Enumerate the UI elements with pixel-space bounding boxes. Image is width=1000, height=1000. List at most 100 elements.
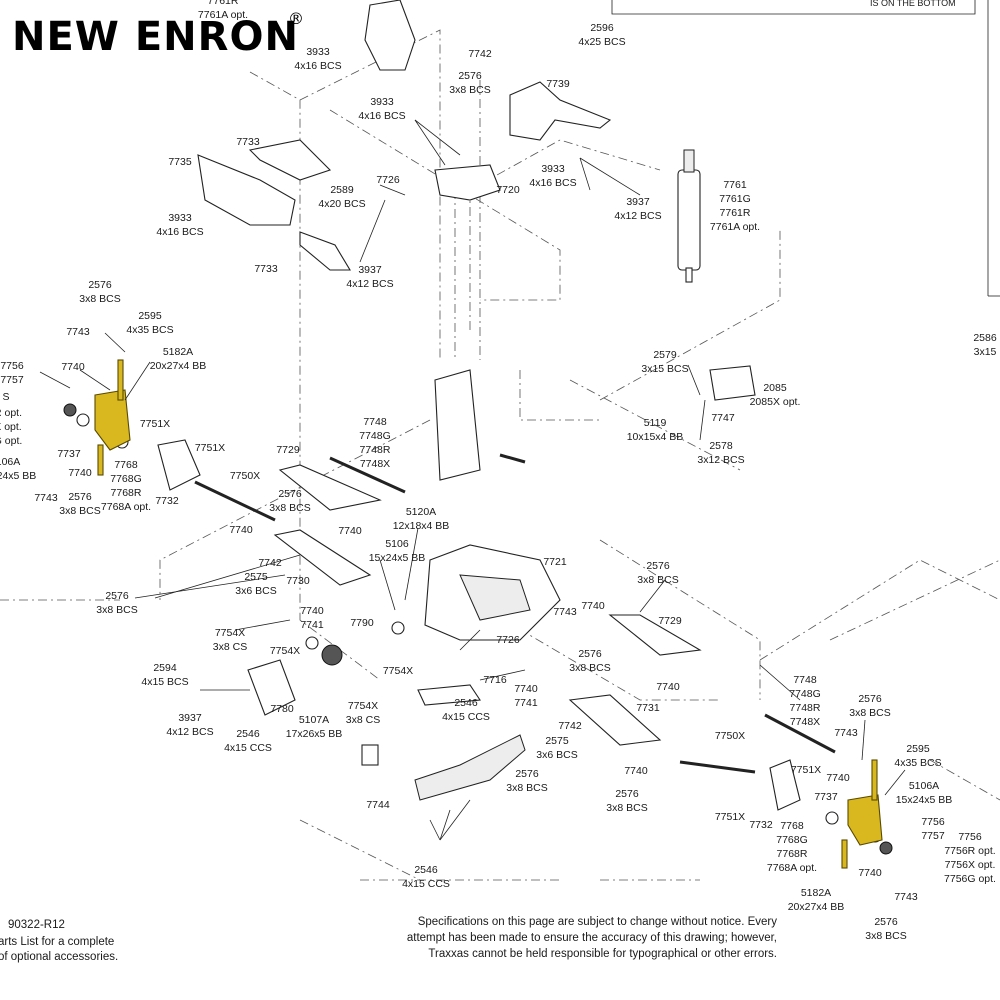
callout-c45: 7747 xyxy=(711,412,735,424)
callout-line: 2589 xyxy=(330,184,354,196)
callout-c24: 7740 xyxy=(61,361,85,373)
callout-line: 3937 xyxy=(358,264,382,276)
brand-watermark: NEW ENRON ® xyxy=(12,9,304,60)
callout-c57: 7741 xyxy=(300,619,324,631)
callout-line: 7740 xyxy=(826,772,850,784)
callout-c61: 7743 xyxy=(553,606,577,618)
callout-line: 3x8 CS xyxy=(346,714,380,726)
callout-line: 5107A xyxy=(299,714,329,726)
callout-line: 7740 xyxy=(68,467,92,479)
callout-line: 4x12 BCS xyxy=(166,726,213,738)
callout-line: 4x15 CCS xyxy=(224,742,272,754)
callout-line: R opt. xyxy=(0,407,22,419)
brand-registered-mark: ® xyxy=(288,9,304,28)
callout-line: 7742 xyxy=(468,48,492,60)
callout-c34: 7743 xyxy=(34,492,58,504)
callout-line: 7743 xyxy=(66,326,90,338)
callout-line: 2576 xyxy=(515,768,539,780)
doc-id: 90322-R12 xyxy=(8,919,65,931)
callout-line: 4x35 BCS xyxy=(894,757,941,769)
callout-line: 7751X xyxy=(791,764,821,776)
callout-line: 7756 xyxy=(958,831,982,843)
callout-line: 4x16 BCS xyxy=(156,226,203,238)
callout-c13: 3937 4x12 BCS xyxy=(614,196,661,222)
assembly-dash-lines xyxy=(0,29,1000,881)
callout-line: 3937 xyxy=(626,196,650,208)
callout-line: 2575 xyxy=(244,571,268,583)
callout-line: 3x12 BCS xyxy=(697,454,744,466)
callout-line: 2546 xyxy=(454,697,478,709)
callout-line: 2596 xyxy=(590,22,614,34)
callout-c54: 7730 xyxy=(286,575,310,587)
footer-left-line-1: arts List for a complete xyxy=(0,936,114,948)
callout-line: 4x12 BCS xyxy=(614,210,661,222)
callout-line: 5106 xyxy=(385,538,409,550)
callout-line: 3x8 BCS xyxy=(637,574,678,586)
callout-line: 5119 xyxy=(644,417,667,429)
callout-line: 4x35 BCS xyxy=(126,324,173,336)
callout-line: 2595 xyxy=(906,743,930,755)
callout-line: 7754X xyxy=(270,645,300,657)
callout-line: 2594 xyxy=(153,662,177,674)
callout-line: 7739 xyxy=(546,78,570,90)
callout-line: 3x8 BCS xyxy=(96,604,137,616)
callout-c62: 7740 xyxy=(581,600,605,612)
callout-line: 7748 xyxy=(793,674,817,686)
callout-c2: 7742 xyxy=(468,48,492,60)
disclaimer-line-1: Specifications on this page are subject … xyxy=(418,916,778,928)
callout-line: 4x25 BCS xyxy=(578,36,625,48)
callout-c66: 7726 xyxy=(496,634,520,646)
callout-line: 7768A opt. xyxy=(767,862,817,874)
callout-line: 3933 xyxy=(168,212,192,224)
top-right-note: IS ON THE BOTTOM xyxy=(870,0,956,8)
callout-line: 7740 xyxy=(61,361,85,373)
callout-line: 2578 xyxy=(709,440,733,452)
callout-c15: 3933 4x16 BCS xyxy=(156,212,203,238)
callout-c28: G opt. xyxy=(0,435,22,447)
callout-c47: 2578 3x12 BCS xyxy=(697,440,744,466)
callout-line: 4x15 CCS xyxy=(442,711,490,723)
callout-c30: 7751X xyxy=(195,442,225,454)
callout-line: 2576 xyxy=(278,488,302,500)
callout-c27: X opt. xyxy=(0,421,22,433)
callout-line: 106A xyxy=(0,456,20,468)
callout-line: 7756R opt. xyxy=(944,845,995,857)
disclaimer-line-2: attempt has been made to ensure the accu… xyxy=(407,932,777,944)
callout-line: 4x16 BCS xyxy=(294,60,341,72)
callout-line: 7751X xyxy=(715,811,745,823)
callout-c89: 7740 xyxy=(624,765,648,777)
brand-name: NEW ENRON xyxy=(12,14,299,60)
callout-line: 7733 xyxy=(236,136,260,148)
callout-c20: 7743 xyxy=(66,326,90,338)
callout-line: 7751X xyxy=(140,418,170,430)
callout-line: 7743 xyxy=(553,606,577,618)
callout-line: 2576 xyxy=(68,491,92,503)
callout-line: 7740 xyxy=(858,867,882,879)
sheet-borders xyxy=(611,0,1000,297)
callout-line: 7740 xyxy=(624,765,648,777)
callout-line: 7742 xyxy=(258,557,282,569)
callout-line: 2546 xyxy=(414,864,438,876)
callout-c9: 7726 xyxy=(376,174,400,186)
callout-line: 7743 xyxy=(34,492,58,504)
callout-line: 3x8 BCS xyxy=(506,782,547,794)
callout-line: 7768G xyxy=(110,473,142,485)
callout-c7: 7733 xyxy=(236,136,260,148)
callout-line: 7750X xyxy=(715,730,745,742)
callout-c92: 7737 xyxy=(814,791,838,803)
callout-line: 3x8 CS xyxy=(213,641,247,653)
